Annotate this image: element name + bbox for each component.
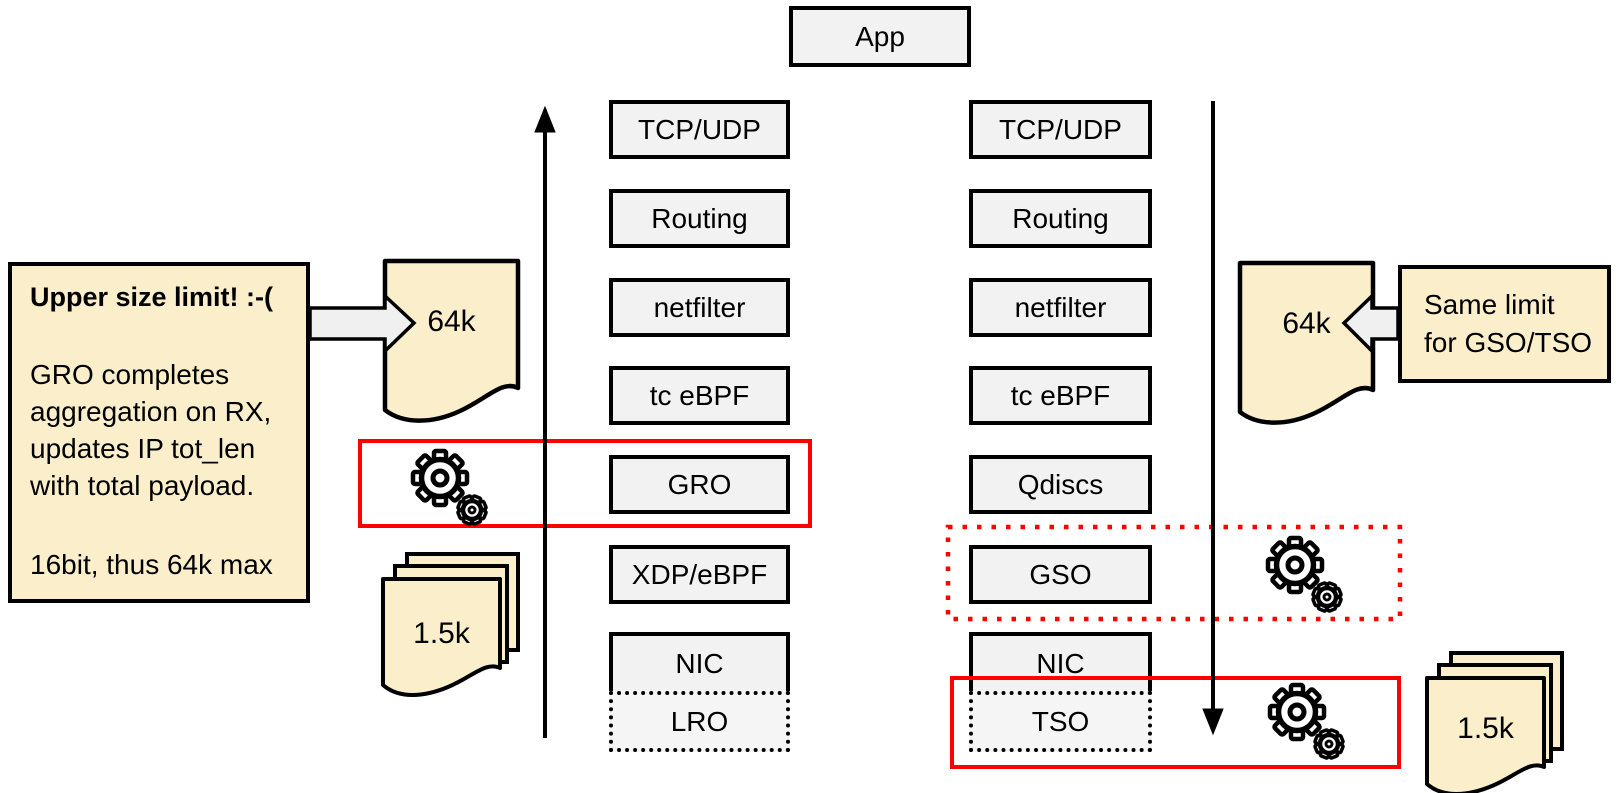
box-label: TCP/UDP [999, 113, 1122, 145]
box-rx-tc-ebpf: tc eBPF [609, 366, 790, 425]
box-tx-tc-ebpf: tc eBPF [969, 366, 1152, 425]
box-label: TSO [1031, 705, 1090, 737]
upper-size-limit-note: Upper size limit! :-( GRO completes aggr… [8, 262, 310, 603]
box-label: tc eBPF [649, 379, 750, 411]
label-1-5k-tx: 1.5k [1457, 712, 1514, 745]
packet-document-64k-tx [1237, 260, 1376, 425]
box-xdp-ebpf: XDP/eBPF [609, 545, 790, 604]
box-gro: GRO [609, 455, 790, 514]
box-tso: TSO [969, 691, 1152, 752]
box-label: Qdiscs [1017, 468, 1104, 500]
tso-highlight-rect [950, 676, 1401, 769]
box-label: LRO [670, 705, 729, 737]
note-body-line: aggregation on RX, [30, 396, 272, 427]
box-label: tc eBPF [1010, 379, 1111, 411]
box-qdiscs: Qdiscs [969, 455, 1152, 514]
same-limit-note: Same limit for GSO/TSO [1398, 265, 1611, 383]
gro-highlight-rect [358, 439, 812, 528]
box-tx-tcp-udp: TCP/UDP [969, 100, 1152, 159]
note-footer: 16bit, thus 64k max [30, 549, 273, 580]
box-label: Routing [1012, 202, 1109, 234]
box-label: Routing [651, 202, 748, 234]
same-limit-line: for GSO/TSO [1424, 327, 1593, 358]
box-label: GSO [1029, 558, 1092, 590]
box-label: netfilter [653, 291, 746, 323]
box-gso: GSO [969, 545, 1152, 604]
box-label: NIC [1036, 647, 1085, 679]
box-label: TCP/UDP [638, 113, 761, 145]
box-app: App [789, 6, 971, 67]
rx-up-arrow-icon [534, 105, 556, 738]
box-rx-netfilter: netfilter [609, 278, 790, 337]
label-64k-rx: 64k [427, 305, 476, 338]
box-label: NIC [675, 647, 724, 679]
box-tx-netfilter: netfilter [969, 278, 1152, 337]
box-rx-nic: NIC [609, 632, 790, 691]
box-label: GRO [667, 468, 732, 500]
box-tx-routing: Routing [969, 189, 1152, 248]
note-body-line: with total payload. [30, 470, 255, 501]
note-body: GRO completes aggregation on RX, updates… [30, 356, 271, 504]
note-body-line: updates IP tot_len [30, 433, 256, 464]
box-tx-nic: NIC [969, 632, 1152, 691]
same-limit-line: Same limit [1424, 289, 1555, 320]
box-label: netfilter [1014, 291, 1107, 323]
box-rx-tcp-udp: TCP/UDP [609, 100, 790, 159]
note-title: Upper size limit! :-( [30, 282, 274, 312]
label-1-5k-rx: 1.5k [413, 617, 470, 650]
note-body-line: GRO completes [30, 359, 230, 390]
tx-down-arrow-icon [1202, 101, 1224, 736]
box-app-label: App [855, 20, 905, 52]
packet-document-64k-rx [382, 258, 521, 423]
box-lro: LRO [609, 691, 790, 752]
box-rx-routing: Routing [609, 189, 790, 248]
box-label: XDP/eBPF [631, 558, 768, 590]
gso-gears-icon [1268, 538, 1341, 611]
label-64k-tx: 64k [1282, 307, 1331, 340]
